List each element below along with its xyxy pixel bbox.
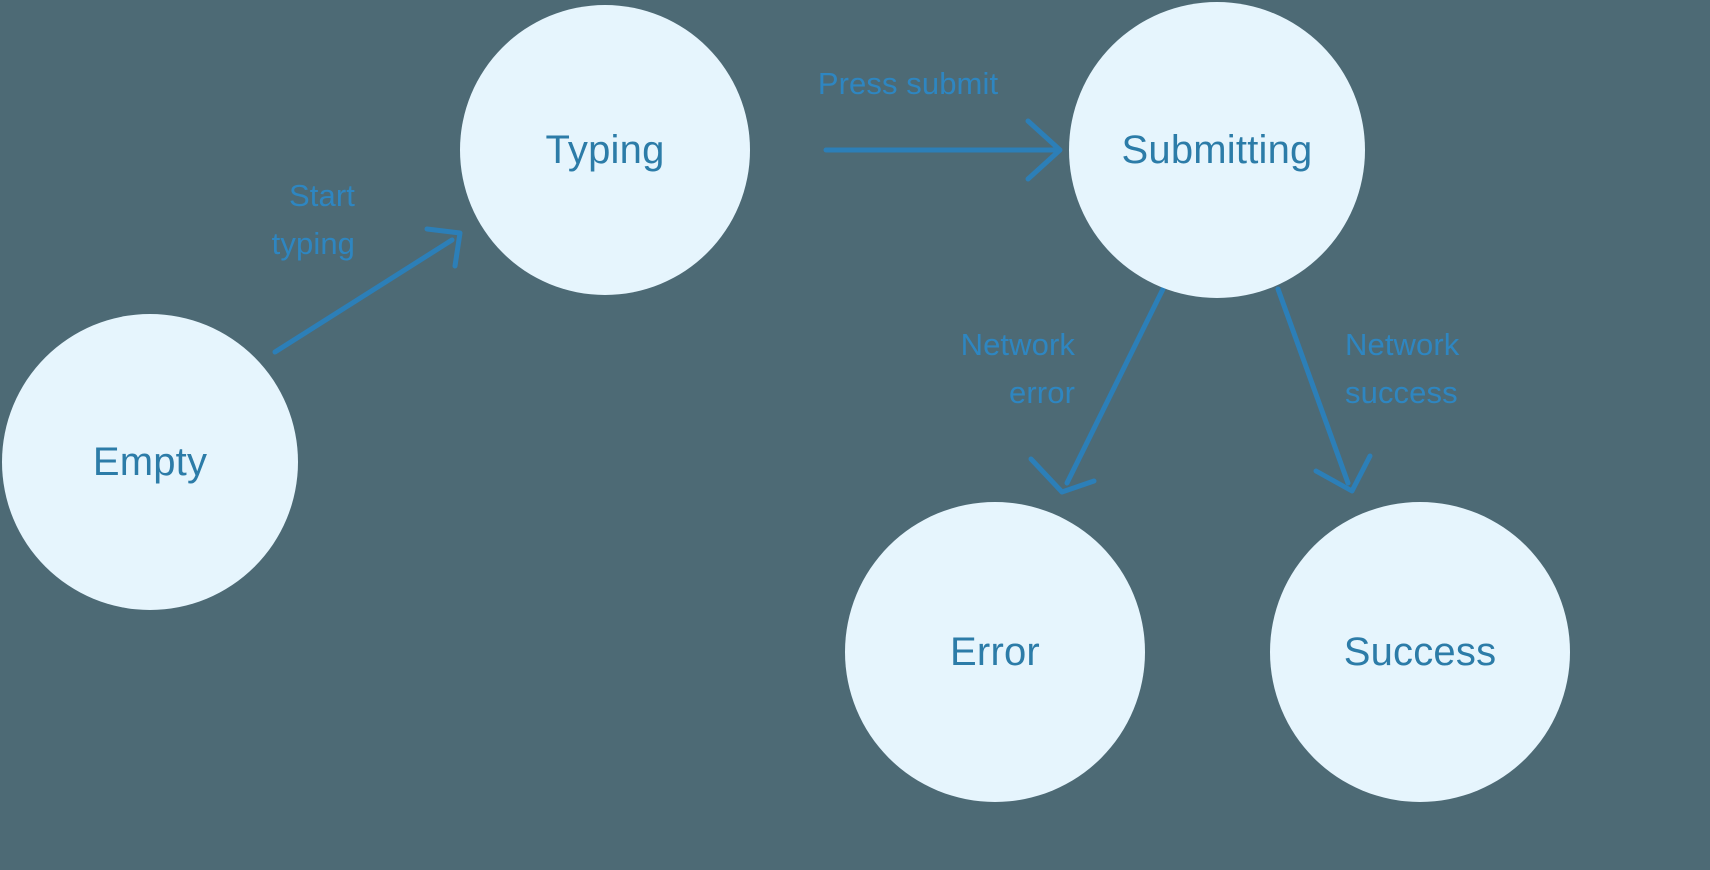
state-node-submitting[interactable]: Submitting — [1069, 2, 1365, 298]
edge-empty-to-typing-arrowhead — [424, 226, 463, 269]
edge-submitting-to-error — [1028, 286, 1166, 495]
edge-label-network-success: Network success — [1345, 327, 1460, 411]
edge-submitting-to-success-arrowhead — [1313, 453, 1373, 494]
state-node-submitting-label: Submitting — [1121, 128, 1313, 172]
edge-label-network-error: Network error — [960, 327, 1075, 411]
edge-empty-to-typing — [272, 226, 463, 355]
edge-submitting-to-success-line — [1275, 286, 1351, 486]
state-node-success-label: Success — [1343, 630, 1497, 674]
edge-label-start-typing: Start typing — [271, 178, 355, 262]
edge-typing-to-submitting-arrowhead — [1025, 118, 1063, 182]
edge-label-press-submit: Press submit — [817, 66, 999, 101]
edge-submitting-to-error-arrowhead — [1028, 456, 1097, 495]
state-node-error-label: Error — [950, 630, 1040, 674]
edge-submitting-to-error-line — [1064, 286, 1166, 486]
state-node-typing[interactable]: Typing — [460, 5, 750, 295]
edge-typing-to-submitting — [823, 118, 1063, 182]
edge-empty-to-typing-line — [272, 237, 455, 355]
edge-submitting-to-success — [1275, 286, 1373, 494]
state-node-typing-label: Typing — [545, 128, 665, 172]
state-node-empty-label: Empty — [92, 440, 208, 484]
state-node-success[interactable]: Success — [1270, 502, 1570, 802]
state-node-empty[interactable]: Empty — [2, 314, 298, 610]
state-node-error[interactable]: Error — [845, 502, 1145, 802]
